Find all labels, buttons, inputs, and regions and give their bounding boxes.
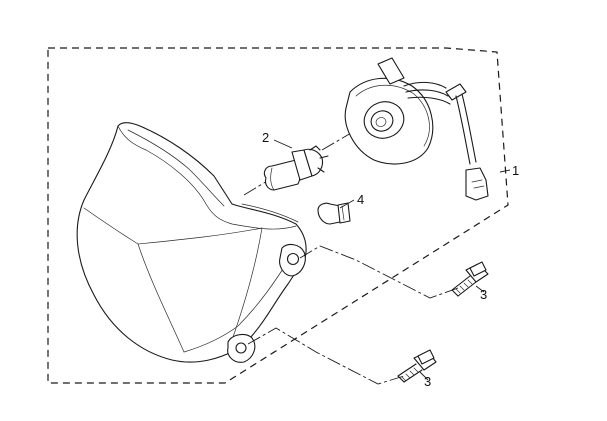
dust-cover [344, 57, 489, 201]
assembly-boundary [47, 47, 509, 384]
bolt-upper [451, 261, 489, 297]
callout-position-bulb: 4 [357, 192, 364, 207]
bolt-lower [397, 349, 437, 383]
position-bulb [317, 202, 351, 225]
callout-assembly: 1 [512, 163, 519, 178]
main-bulb [263, 145, 329, 191]
bolt-lower-path [247, 327, 405, 385]
headlight-housing [76, 122, 307, 363]
bolt-upper-path [299, 245, 459, 299]
callout-main-bulb: 2 [262, 130, 269, 145]
callout-bolt-upper: 3 [480, 287, 487, 302]
callout-bolt-lower: 3 [424, 374, 431, 389]
